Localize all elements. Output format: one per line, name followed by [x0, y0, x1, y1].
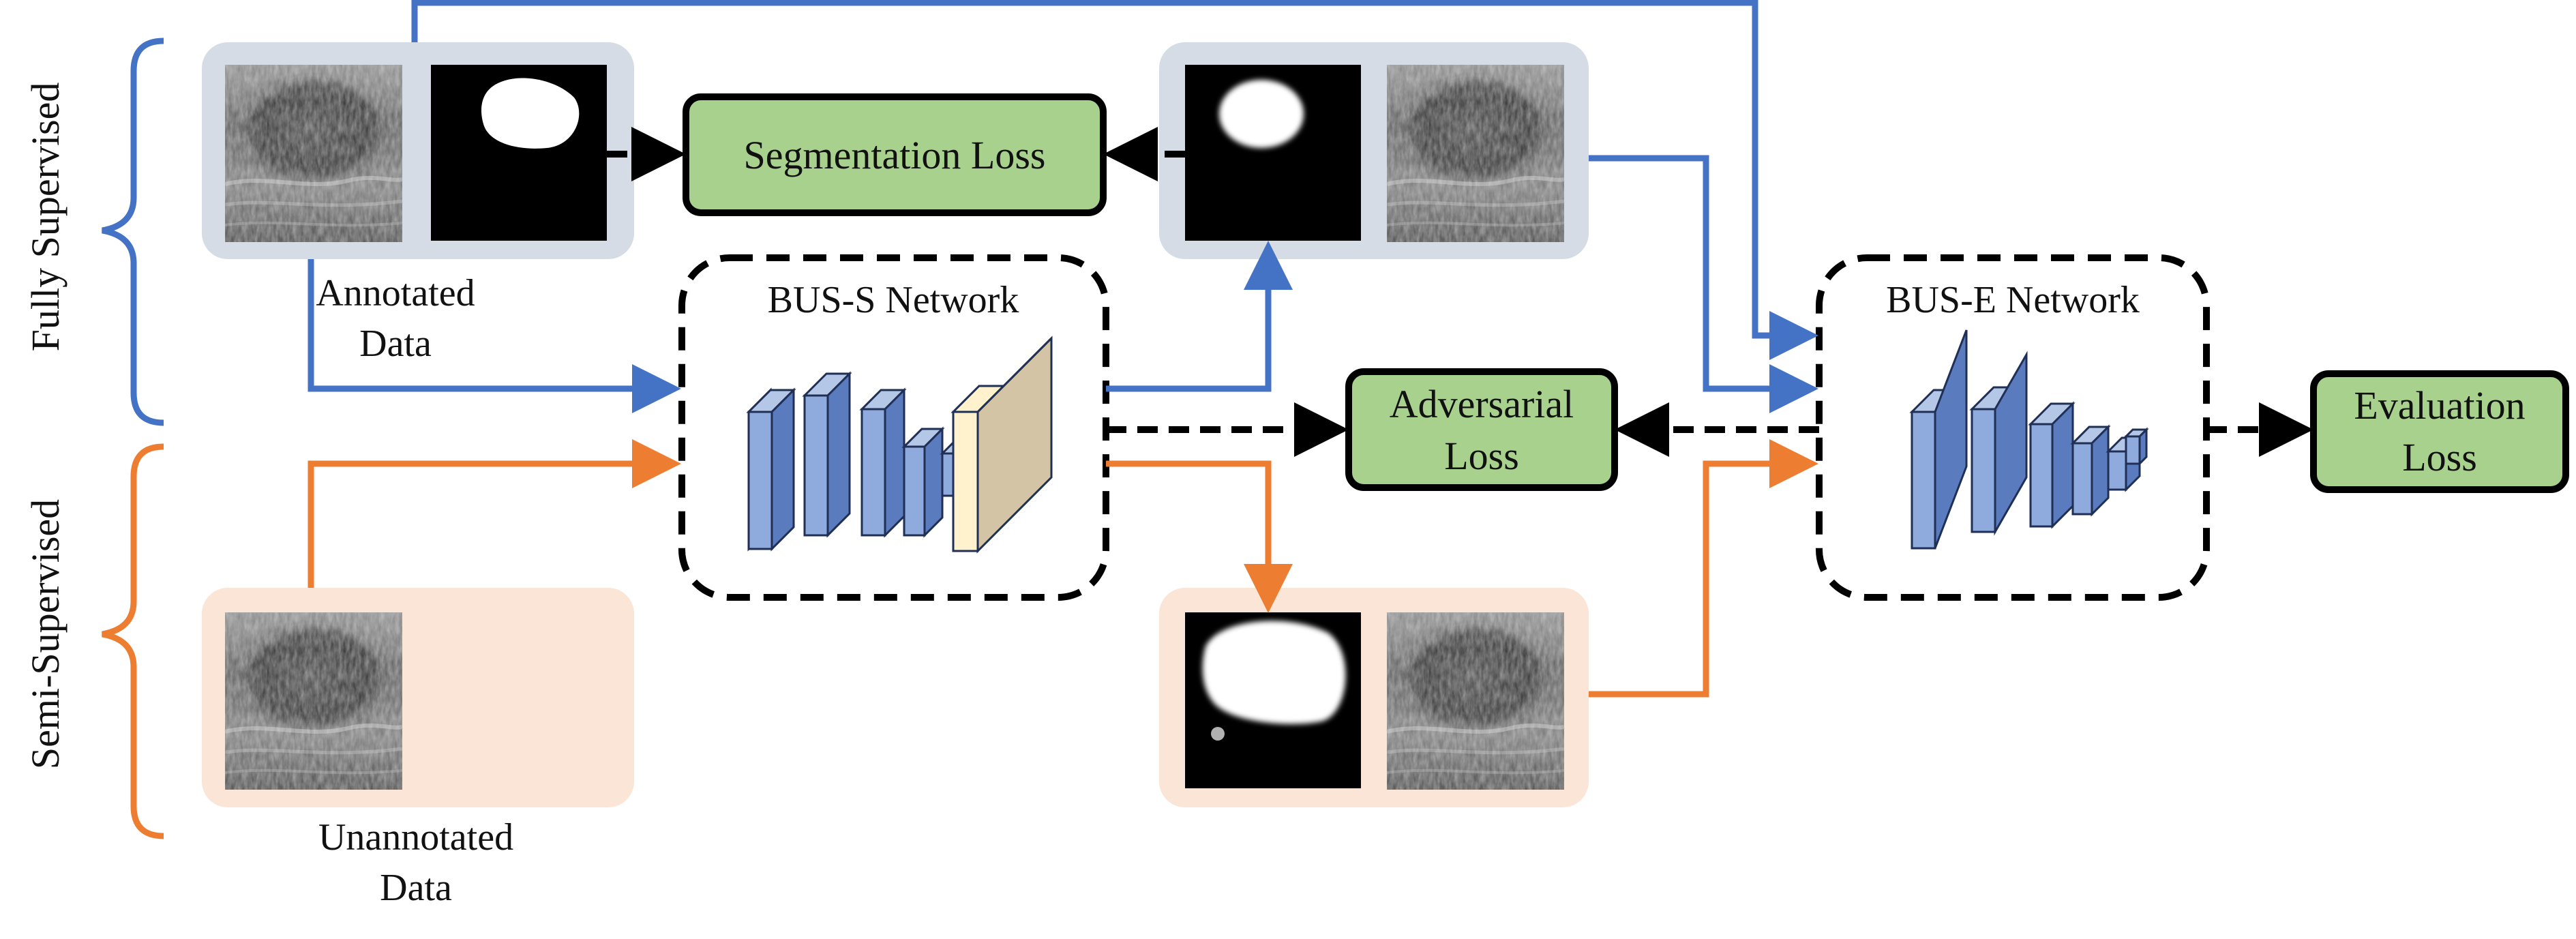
semi-supervised-brace	[102, 443, 164, 839]
prediction-to-bus-e-arrow	[1589, 155, 1818, 413]
bus-s-to-prediction-arrow	[1106, 241, 1293, 392]
annotated-to-bus-s-arrow	[308, 259, 681, 413]
segmentation-mask-icon	[1185, 65, 1361, 241]
bus-e-network-title: BUS-E Network	[1886, 279, 2140, 321]
bus-s-to-semi-prediction-arrow	[1106, 460, 1293, 613]
bus-s-layer-stack	[746, 336, 1053, 554]
segmentation-mask-icon	[431, 65, 607, 241]
annotated-data-label: Annotated	[316, 272, 475, 314]
evaluation-loss-label: Evaluation	[2354, 383, 2525, 428]
adversarial-loss-label: Adversarial	[1390, 382, 1574, 426]
segmentation-mask-icon	[1185, 612, 1361, 788]
annotated-to-bus-e-arrow	[411, 0, 1818, 360]
evaluation-loss-box	[2310, 370, 2569, 493]
segmentation-loss-label: Segmentation Loss	[743, 133, 1045, 177]
ultrasound-image-icon	[225, 65, 402, 242]
fully-supervised-brace	[102, 38, 164, 426]
adversarial-loss-label-2: Loss	[1444, 434, 1519, 478]
unannotated-data-label-2: Data	[380, 867, 452, 909]
evaluation-loss-label-2: Loss	[2402, 435, 2477, 479]
semi-supervised-flow	[308, 439, 1818, 698]
fully-supervised-flow	[308, 0, 1818, 413]
annotated-data-label-2: Data	[359, 323, 432, 365]
semi-supervised-label: Semi-Supervised	[23, 499, 68, 769]
ultrasound-image-icon	[225, 612, 402, 790]
ultrasound-image-icon	[1387, 612, 1564, 790]
fully-supervised-label: Fully Supervised	[23, 83, 68, 352]
bus-e-layer-stack	[1909, 329, 2149, 550]
loss-flow	[607, 127, 2313, 457]
bus-s-network-title: BUS-S Network	[768, 279, 1019, 321]
semi-prediction-to-bus-e-arrow	[1589, 439, 1818, 698]
unannotated-data-label: Unannotated	[318, 816, 513, 859]
unannotated-to-bus-s-arrow	[308, 439, 681, 588]
ultrasound-image-icon	[1387, 65, 1564, 242]
